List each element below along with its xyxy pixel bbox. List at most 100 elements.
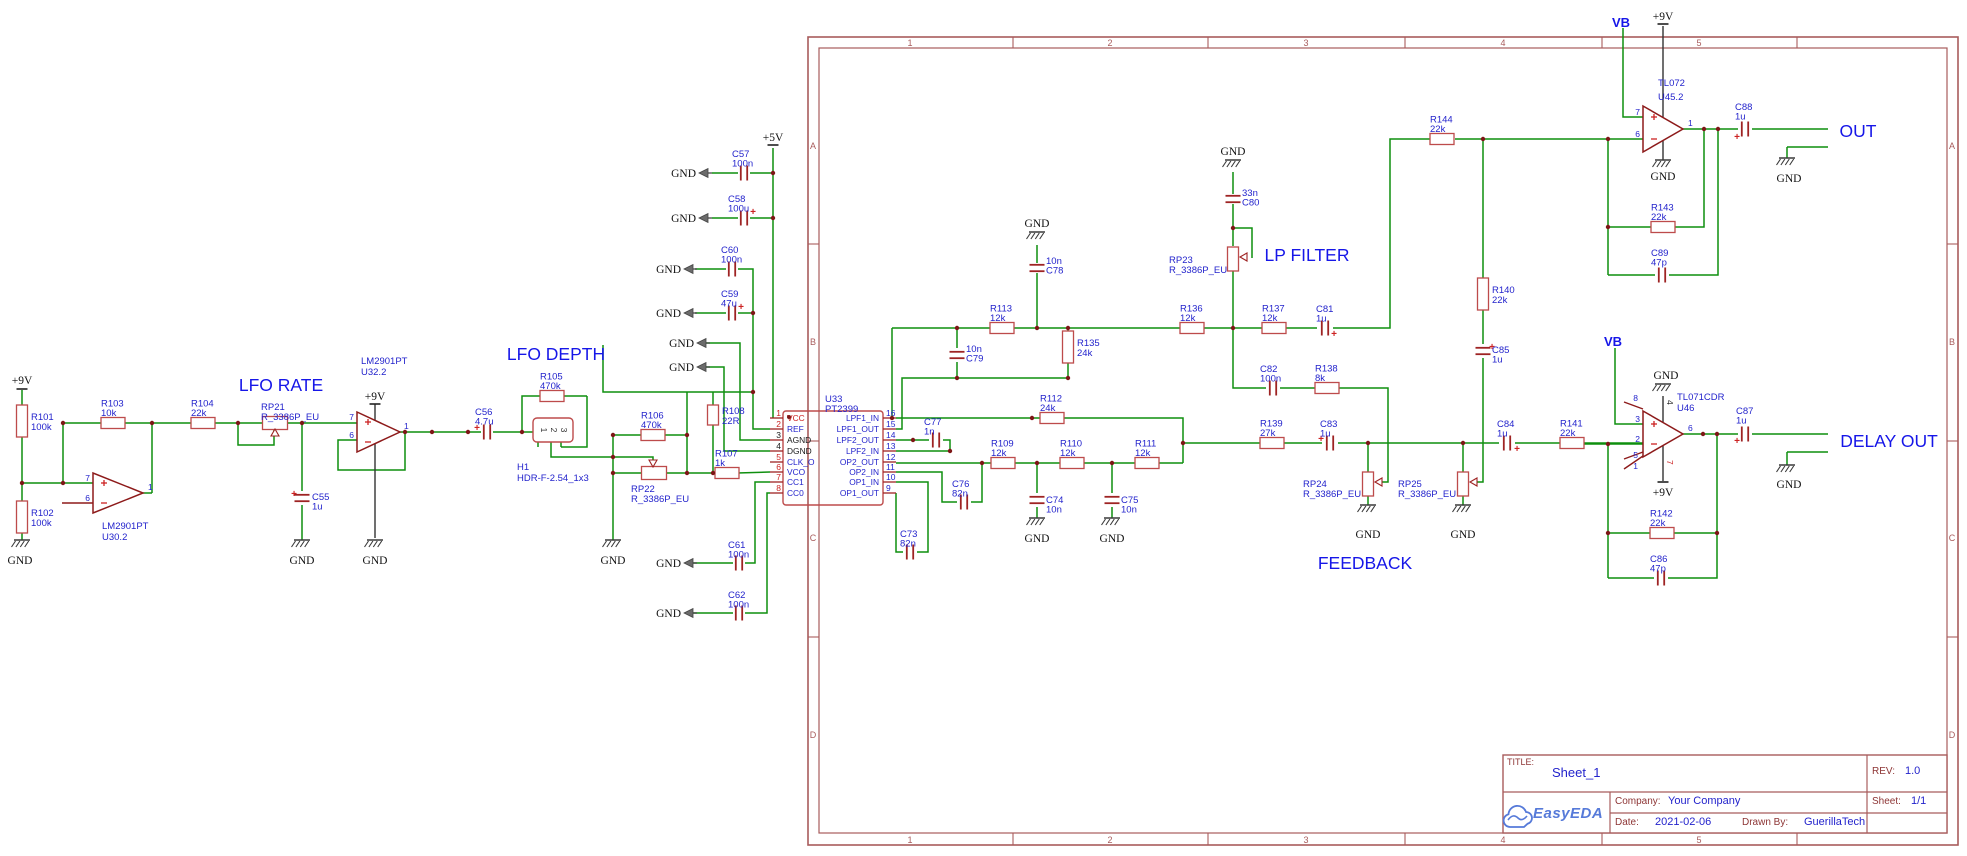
gnd-symbol[interactable]: GND [363, 539, 388, 567]
net-label-vb[interactable]: VB [1612, 15, 1630, 30]
section-label[interactable]: DELAY OUT [1840, 431, 1938, 451]
wire[interactable] [895, 493, 903, 553]
wire[interactable] [896, 377, 1068, 430]
wire[interactable] [337, 432, 406, 471]
wire[interactable] [1675, 129, 1705, 228]
power-flag[interactable]: +9V [365, 391, 386, 405]
gnd-flag[interactable]: GND [671, 212, 712, 225]
titleblock-sheet-value[interactable]: 1/1 [1911, 795, 1927, 807]
gnd-flag[interactable]: GND [656, 557, 697, 570]
wire[interactable] [896, 439, 951, 452]
titleblock-drawnby-value[interactable]: GuerillaTech [1804, 816, 1866, 828]
wire[interactable] [745, 481, 770, 564]
gnd-symbol[interactable]: GND [1776, 464, 1802, 491]
gnd-flag[interactable]: GND [656, 607, 697, 620]
gnd-symbol[interactable]: GND [1651, 159, 1676, 183]
wire[interactable] [561, 396, 588, 448]
section-label[interactable]: LFO DEPTH [507, 344, 605, 364]
gnd-symbol[interactable]: GND [1776, 157, 1802, 185]
wire[interactable] [706, 366, 770, 452]
section-label[interactable]: FEEDBACK [1318, 553, 1413, 573]
titleblock-rev-value[interactable]: 1.0 [1905, 765, 1921, 777]
titleblock-company-value[interactable]: Your Company [1668, 795, 1741, 807]
power-flag[interactable]: +5V [763, 132, 784, 146]
wire[interactable] [896, 471, 957, 503]
wire[interactable] [736, 471, 771, 474]
gnd-flag[interactable]: GND [669, 361, 710, 374]
wire[interactable] [896, 481, 929, 553]
wire[interactable] [1622, 28, 1643, 118]
wire[interactable] [971, 463, 983, 503]
net-label-vb[interactable]: VB [1604, 334, 1622, 349]
wire[interactable] [1668, 434, 1718, 579]
gnd-symbol[interactable]: GND [1025, 517, 1050, 545]
gnd-symbol[interactable]: GND [1221, 146, 1246, 168]
wire[interactable] [1338, 387, 1389, 483]
wire[interactable] [1669, 129, 1719, 276]
wire[interactable] [237, 423, 275, 446]
section-label[interactable]: LP FILTER [1265, 245, 1350, 265]
wire[interactable] [745, 492, 770, 614]
gnd-flag[interactable]: GND [656, 307, 697, 320]
wire[interactable] [602, 345, 753, 393]
section-label[interactable]: LFO RATE [239, 375, 323, 395]
section-label[interactable]: OUT [1840, 121, 1877, 141]
gnd-flag[interactable]: GND [671, 167, 712, 180]
gnd-symbol[interactable]: GND [1100, 517, 1125, 545]
gnd-symbol[interactable]: GND [8, 539, 33, 567]
gnd-flag[interactable]: GND [669, 337, 710, 350]
power-flag[interactable]: +9V [12, 375, 33, 390]
gnd-flag[interactable]: GND [656, 263, 697, 276]
wire[interactable] [1471, 358, 1484, 483]
gnd-symbol[interactable]: GND [290, 539, 315, 567]
wire[interactable] [521, 395, 542, 432]
gnd-symbol[interactable]: GND [1356, 504, 1381, 541]
gnd-symbol[interactable]: GND [1451, 504, 1476, 541]
gnd-symbol[interactable]: GND [1652, 370, 1679, 392]
wire[interactable] [706, 342, 770, 441]
